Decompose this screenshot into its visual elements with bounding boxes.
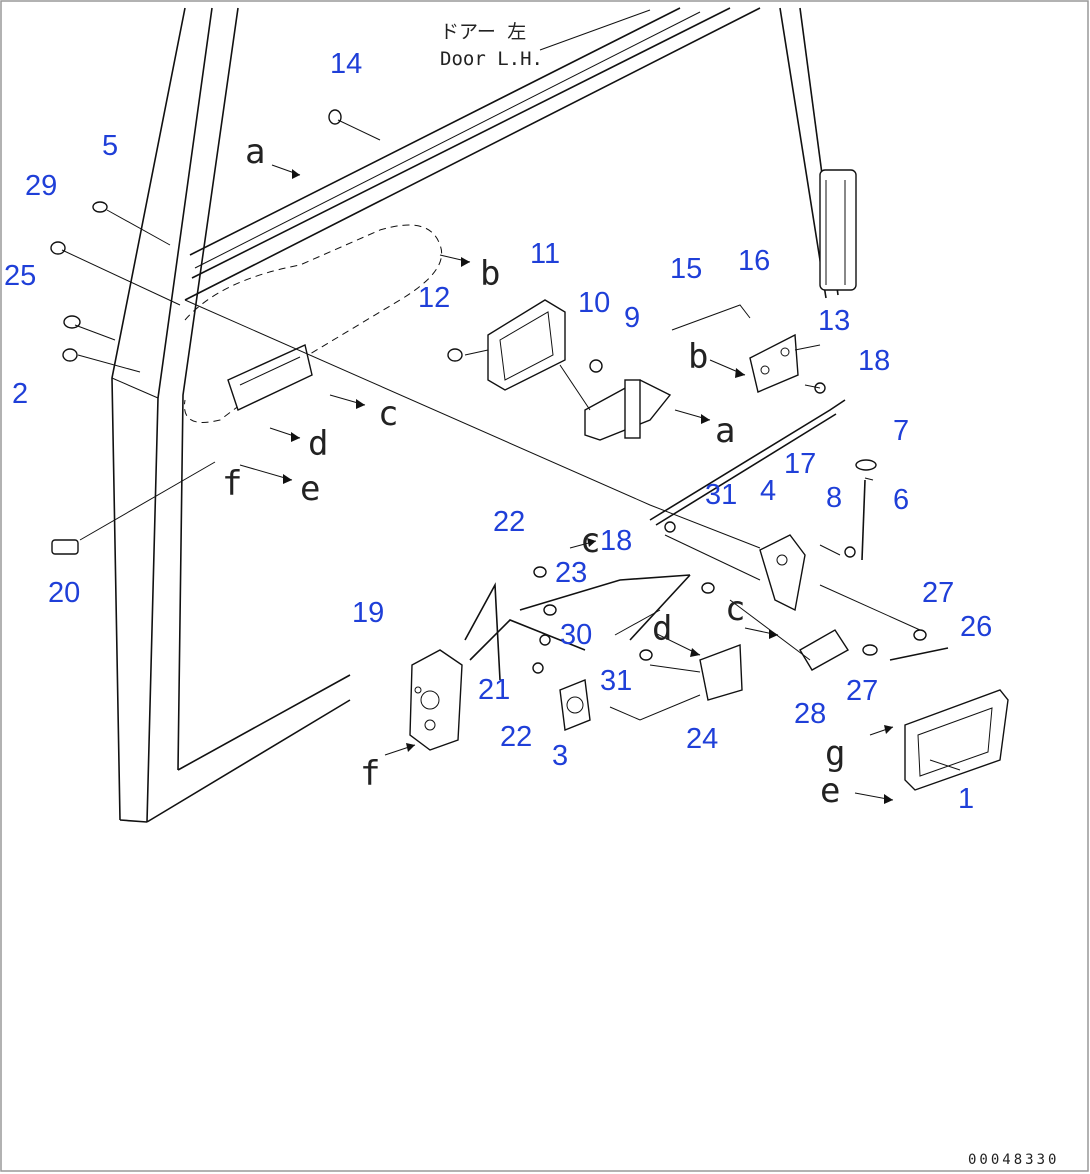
callout-18: 18 xyxy=(600,525,632,557)
callout-3: 3 xyxy=(552,740,568,772)
callout-24: 24 xyxy=(686,723,718,755)
ref-letter-d: d xyxy=(308,424,328,464)
drawing-code: 00048330 xyxy=(968,1152,1059,1168)
ref-letter-e: e xyxy=(300,469,320,509)
callout-2: 2 xyxy=(12,378,28,410)
callout-22: 22 xyxy=(500,721,532,753)
ref-letter-b: b xyxy=(688,337,708,377)
door-frame xyxy=(111,7,857,823)
callout-18: 18 xyxy=(858,345,890,377)
callout-17: 17 xyxy=(784,448,816,480)
ref-letter-d: d xyxy=(652,609,672,649)
ref-letter-f: f xyxy=(360,754,380,794)
callout-27: 27 xyxy=(846,675,878,707)
inner-pocket xyxy=(227,344,313,411)
leader-lines xyxy=(61,119,961,771)
callout-20: 20 xyxy=(48,577,80,609)
bracket-part-24 xyxy=(649,644,743,701)
callout-6: 6 xyxy=(893,484,909,516)
callout-19: 19 xyxy=(352,597,384,629)
callout-26: 26 xyxy=(960,611,992,643)
bracket-part-13 xyxy=(749,333,799,393)
ref-letter-g: g xyxy=(825,734,845,774)
rod-part-26 xyxy=(889,647,949,661)
lock-rods xyxy=(464,574,691,681)
callout-11: 11 xyxy=(530,238,560,270)
ref-letter-a: a xyxy=(715,411,735,451)
callout-25: 25 xyxy=(4,260,36,292)
key-cylinder-part-3 xyxy=(559,679,591,731)
part-callouts: 1 2 3 4 5 6 7 8 9 10 11 12 13 14 15 16 1… xyxy=(4,48,992,815)
ref-letter-b: b xyxy=(480,254,500,294)
callout-8: 8 xyxy=(826,482,842,514)
ref-letter-c: c xyxy=(378,394,398,434)
ref-letter-e: e xyxy=(820,771,840,811)
callout-28: 28 xyxy=(794,698,826,730)
title-japanese: ドアー 左 xyxy=(440,21,526,43)
inside-handle-part-11 xyxy=(487,299,566,391)
callout-22: 22 xyxy=(493,506,525,538)
lever-part-28 xyxy=(799,629,849,671)
ref-letter-c: c xyxy=(580,521,600,561)
link-part-4 xyxy=(759,534,806,612)
callout-30: 30 xyxy=(560,619,592,651)
callout-12: 12 xyxy=(418,282,450,314)
callout-29: 29 xyxy=(25,170,57,202)
callout-13: 13 xyxy=(818,305,850,337)
callout-15: 15 xyxy=(670,253,702,285)
lever-part-9 xyxy=(584,379,672,441)
callout-4: 4 xyxy=(760,475,776,507)
callout-21: 21 xyxy=(478,674,510,706)
callout-31: 31 xyxy=(600,665,632,697)
callout-9: 9 xyxy=(624,302,640,334)
callout-1: 1 xyxy=(958,783,974,815)
door-lock-part-19 xyxy=(409,649,463,751)
callout-14: 14 xyxy=(330,48,362,80)
rod-part-17 xyxy=(649,399,846,526)
callout-16: 16 xyxy=(738,245,770,277)
callout-10: 10 xyxy=(578,287,610,319)
title-english: Door L.H. xyxy=(440,48,543,70)
callout-31: 31 xyxy=(705,479,737,511)
lock-rod-part-6 xyxy=(855,459,877,561)
callout-5: 5 xyxy=(102,130,118,162)
ref-letter-f: f xyxy=(222,464,242,504)
callout-27: 27 xyxy=(922,577,954,609)
outside-handle-part-1 xyxy=(904,689,1009,791)
ref-letter-c: c xyxy=(725,589,745,629)
ref-letter-a: a xyxy=(245,132,265,172)
callout-23: 23 xyxy=(555,557,587,589)
reference-arrows xyxy=(239,164,894,804)
callout-7: 7 xyxy=(893,415,909,447)
